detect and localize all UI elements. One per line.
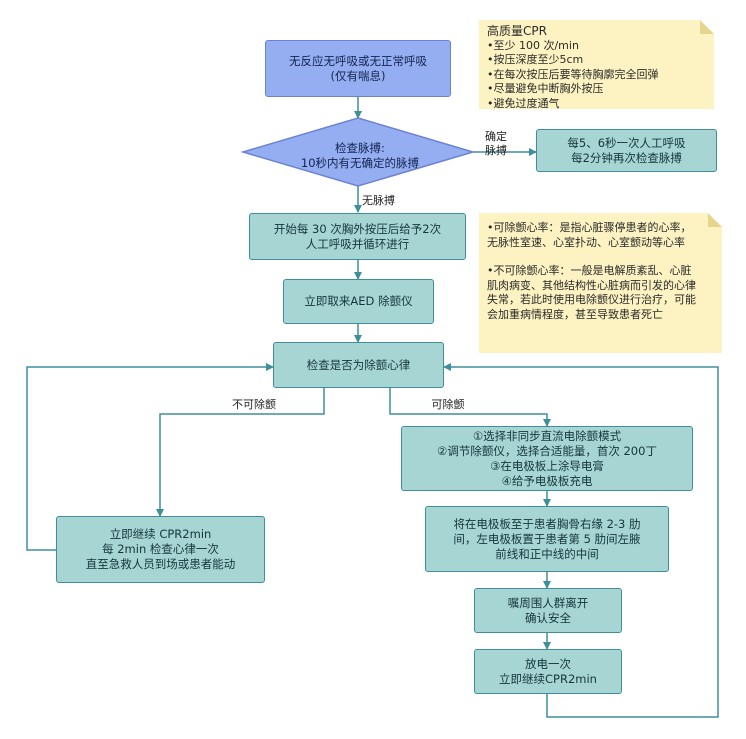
rhythm-definitions-note: •可除颤心率：是指心脏骤停患者的心率，无脉性室速、心室扑动、心室颤动等心率 •不… [479, 213, 722, 353]
shock-node: 放电一次 立即继续CPR2min [474, 649, 622, 694]
not-shockable-label: 不可除颤 [232, 398, 276, 411]
start-cpr-text: 开始每 30 次胸外按压后给予2次 人工呼吸并循环进行 [273, 221, 442, 251]
note-title: 高质量CPR [487, 24, 547, 38]
get-aed-text: 立即取来AED 除颤仪 [304, 294, 413, 308]
check-pulse-decision [240, 117, 476, 187]
shockable-label: 可除颤 [431, 398, 465, 411]
rescue-breathing-node: 每5、6秒一次人工呼吸 每2分钟再次检查脉搏 [536, 129, 717, 172]
shockable-definition: •可除颤心率：是指心脏骤停患者的心率，无脉性室速、心室扑动、心室颤动等心率 [487, 221, 692, 249]
high-quality-cpr-note: 高质量CPR •至少 100 次/min •按压深度至少5cm •在每次按压后要… [479, 20, 714, 110]
continue-cpr-text: 立即继续 CPR2min 每 2min 检查心律一次 直至急救人员到场或患者能动 [85, 527, 236, 571]
electrode-placement-node: 将在电极板至于患者胸骨右缘 2-3 肋 间，左电极板置于患者第 5 肋间左腋 前… [425, 506, 669, 572]
rescue-breathing-text: 每5、6秒一次人工呼吸 每2分钟再次检查脉搏 [567, 135, 686, 165]
electrode-placement-text: 将在电极板至于患者胸骨右缘 2-3 肋 间，左电极板置于患者第 5 肋间左腋 前… [453, 516, 641, 561]
check-pulse-text: 检查脉搏: 10秒内有无确定的脉搏 [300, 141, 420, 170]
unresponsive-text: 无反应无呼吸或无正常呼吸 (仅有喘息) [289, 53, 427, 83]
arrow-shockable [389, 388, 551, 427]
arrow-not-shockable [156, 388, 325, 517]
arrow-continue-loop [26, 363, 274, 551]
note-item: •按压深度至少5cm [487, 53, 584, 66]
unresponsive-node: 无反应无呼吸或无正常呼吸 (仅有喘息) [265, 40, 451, 97]
check-rhythm-node: 检查是否为除颤心律 [273, 342, 444, 388]
check-rhythm-text: 检查是否为除颤心律 [306, 357, 411, 372]
pulse-no-label: 无脉搏 [362, 194, 395, 207]
note-fold-corner [700, 20, 714, 34]
note-item: •避免过度通气 [487, 96, 560, 110]
pulse-yes-label: 确定 脉搏 [485, 130, 507, 157]
start-cpr-node: 开始每 30 次胸外按压后给予2次 人工呼吸并循环进行 [249, 213, 466, 260]
aed-steps-text: ①选择非同步直流电除颤模式 ②调节除颤仪，选择合适能量，首次 200丁 ③在电极… [437, 428, 657, 488]
clear-area-node: 嘱周围人群离开 确认安全 [474, 588, 622, 633]
note-item: •至少 100 次/min [487, 38, 579, 52]
shock-text: 放电一次 立即继续CPR2min [499, 656, 597, 686]
get-aed-node: 立即取来AED 除颤仪 [283, 279, 434, 324]
clear-area-text: 嘱周围人群离开 确认安全 [507, 595, 589, 625]
note-fold-corner [708, 213, 722, 227]
note-item: •尽量避免中断胸外按压 [487, 82, 604, 95]
arrow-shock-loop [443, 363, 719, 718]
aed-steps-node: ①选择非同步直流电除颤模式 ②调节除颤仪，选择合适能量，首次 200丁 ③在电极… [401, 426, 693, 491]
continue-cpr-node: 立即继续 CPR2min 每 2min 检查心律一次 直至急救人员到场或患者能动 [56, 516, 265, 583]
non-shockable-definition: •不可除颤心率：一般是电解质紊乱、心脏肌肉病变、其他结构性心脏病而引发的心律失常… [487, 264, 696, 321]
note-item: •在每次按压后要等待胸廓完全回弹 [487, 67, 659, 81]
